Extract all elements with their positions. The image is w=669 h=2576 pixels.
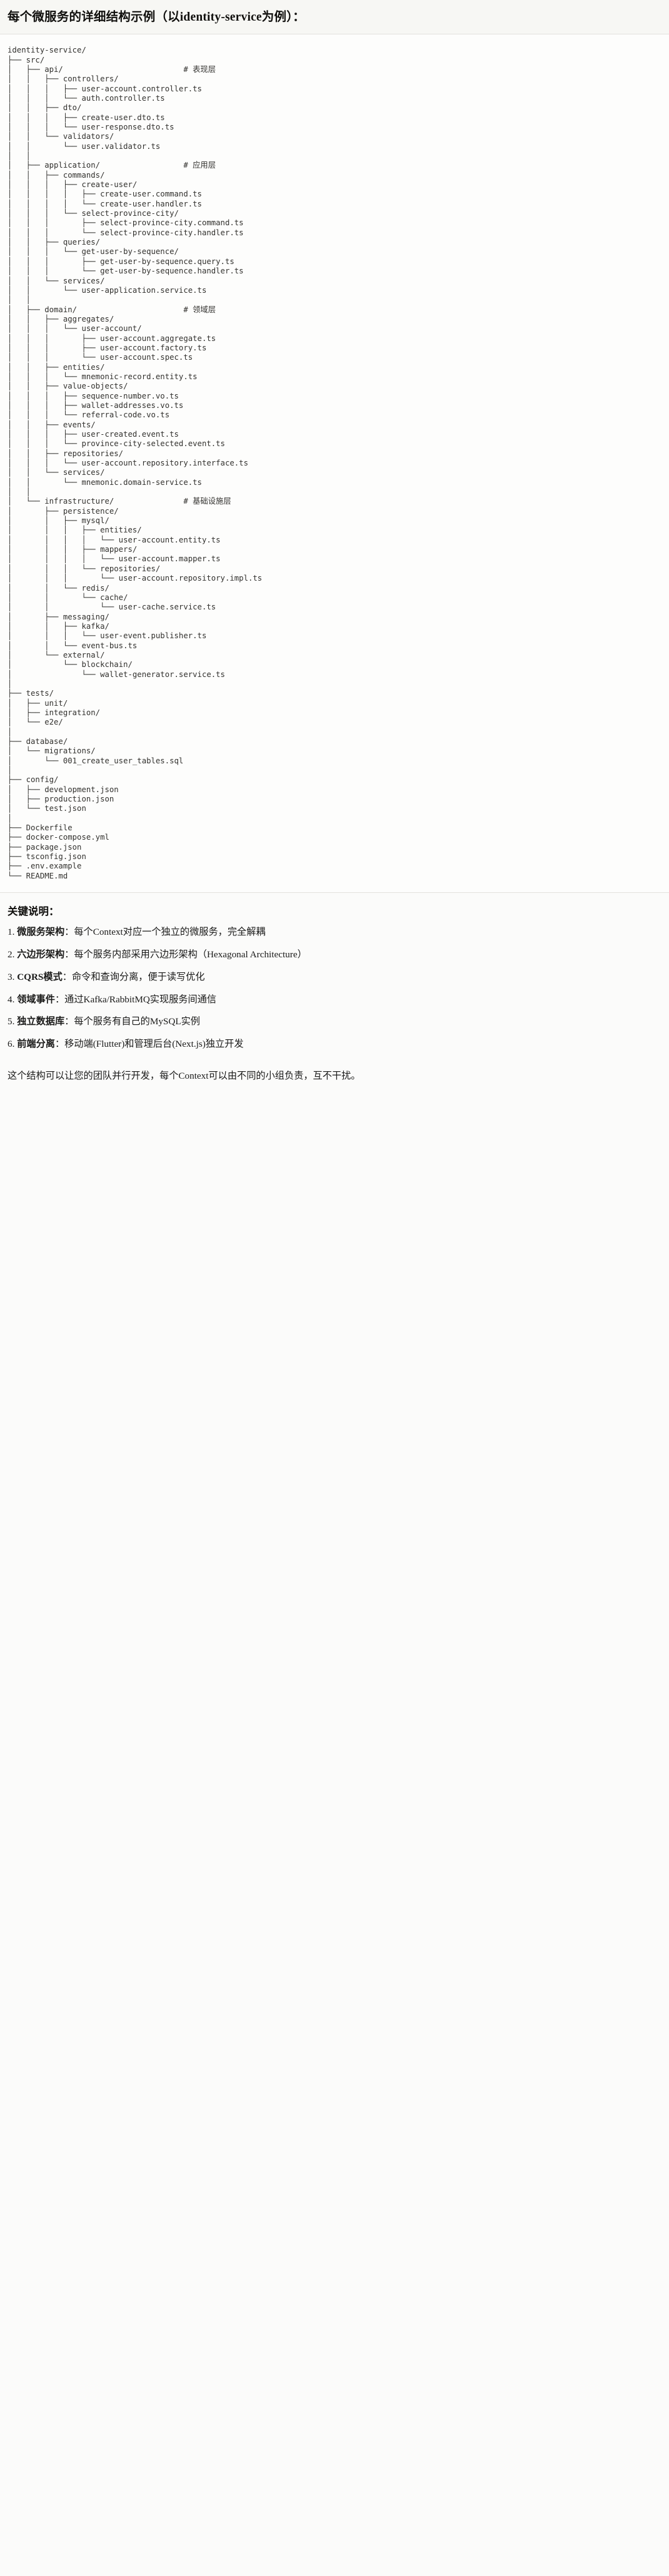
tree-divider — [0, 892, 669, 893]
list-item: 微服务架构：每个Context对应一个独立的微服务，完全解耦 — [8, 925, 661, 940]
key-desc: ：每个服务内部采用六边形架构（Hexagonal Architecture） — [64, 949, 307, 960]
list-item: 前端分离：移动端(Flutter)和管理后台(Next.js)独立开发 — [8, 1037, 661, 1052]
list-item: 领域事件：通过Kafka/RabbitMQ实现服务间通信 — [8, 993, 661, 1007]
list-item: 六边形架构：每个服务内部采用六边形架构（Hexagonal Architectu… — [8, 948, 661, 962]
key-notes-list: 微服务架构：每个Context对应一个独立的微服务，完全解耦 六边形架构：每个服… — [8, 925, 661, 1052]
directory-tree: identity-service/ ├── src/ │ ├── api/ # … — [8, 46, 263, 880]
key-desc: ：命令和查询分离，便于读写优化 — [62, 971, 205, 982]
key-desc: ：通过Kafka/RabbitMQ实现服务间通信 — [54, 994, 217, 1005]
directory-tree-block: identity-service/ ├── src/ │ ├── api/ # … — [0, 34, 669, 893]
key-term: 领域事件 — [17, 994, 55, 1005]
key-desc: ：每个服务有自己的MySQL实例 — [64, 1016, 200, 1027]
key-term: 前端分离 — [17, 1039, 55, 1050]
key-term: CQRS模式 — [17, 971, 63, 982]
key-term: 微服务架构 — [17, 927, 65, 938]
key-term: 六边形架构 — [17, 949, 65, 960]
key-notes-title: 关键说明： — [8, 905, 59, 918]
key-desc: ：移动端(Flutter)和管理后台(Next.js)独立开发 — [54, 1039, 244, 1050]
key-notes-section: 关键说明： 微服务架构：每个Context对应一个独立的微服务，完全解耦 六边形… — [0, 893, 669, 1066]
key-desc: ：每个Context对应一个独立的微服务，完全解耦 — [64, 927, 266, 938]
page-title: 每个微服务的详细结构示例（以identity-service为例）： — [0, 0, 669, 34]
list-item: 独立数据库：每个服务有自己的MySQL实例 — [8, 1015, 661, 1029]
key-term: 独立数据库 — [17, 1016, 65, 1027]
document-page: 每个微服务的详细结构示例（以identity-service为例）： ident… — [0, 0, 669, 1094]
list-item: CQRS模式：命令和查询分离，便于读写优化 — [8, 970, 661, 985]
closing-paragraph: 这个结构可以让您的团队并行开发，每个Context可以由不同的小组负责，互不干扰… — [0, 1066, 669, 1094]
